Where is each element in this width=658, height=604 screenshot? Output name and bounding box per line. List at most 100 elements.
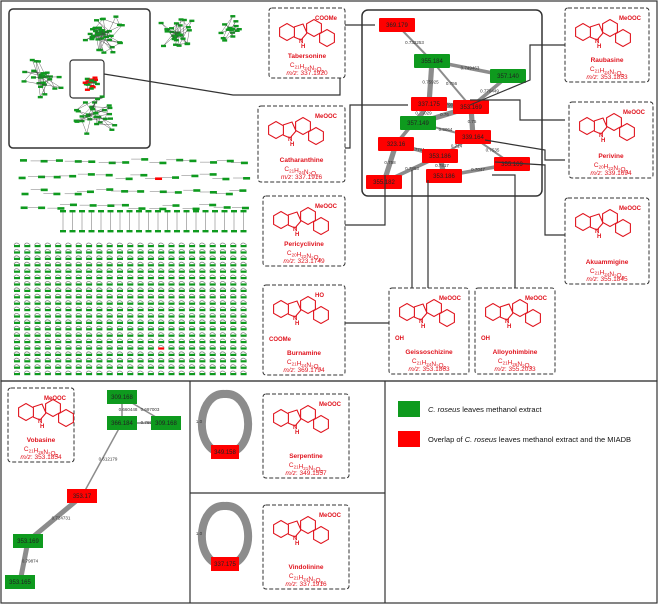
singleton-node bbox=[44, 360, 51, 363]
singleton-node bbox=[34, 296, 41, 299]
singleton-node bbox=[86, 257, 93, 260]
comb-node bbox=[155, 230, 161, 233]
singleton-node bbox=[158, 264, 165, 267]
singleton-node bbox=[189, 277, 196, 280]
singleton-node bbox=[65, 289, 72, 292]
singleton-node bbox=[24, 251, 31, 254]
singleton-node bbox=[209, 277, 216, 280]
comb-node bbox=[117, 230, 123, 233]
singleton-node bbox=[178, 353, 185, 356]
singleton-node bbox=[147, 264, 154, 267]
singleton-node bbox=[34, 334, 41, 337]
singleton-node bbox=[220, 373, 226, 376]
singleton-node bbox=[189, 257, 196, 260]
singleton-node bbox=[24, 321, 31, 324]
singleton-node bbox=[220, 302, 226, 305]
compound-mz: m/z: 337.1920 bbox=[286, 70, 328, 77]
singleton-node bbox=[178, 373, 185, 376]
singleton-node bbox=[14, 302, 20, 305]
singleton-node bbox=[189, 245, 196, 248]
strand-node bbox=[125, 177, 133, 181]
singleton-node bbox=[158, 245, 165, 248]
overview-node bbox=[220, 36, 226, 40]
singleton-node bbox=[220, 353, 226, 356]
comb-node bbox=[145, 210, 152, 213]
singleton-node bbox=[65, 341, 72, 344]
svg-text:H: H bbox=[295, 541, 299, 547]
singleton-node bbox=[96, 353, 103, 356]
compound-fragment: MeOOC bbox=[619, 206, 642, 212]
singleton-node bbox=[199, 373, 206, 376]
vobasine-edge-label: 0.660448 bbox=[119, 407, 138, 412]
overview-node bbox=[37, 95, 43, 99]
singleton-node bbox=[117, 245, 123, 248]
self-loop-node bbox=[211, 557, 239, 571]
overview-node bbox=[107, 38, 113, 42]
strand-node bbox=[89, 204, 97, 207]
vobasine-node bbox=[67, 489, 97, 503]
overview-node bbox=[93, 111, 99, 115]
compound-name: Raubasine bbox=[591, 57, 624, 64]
singleton-node bbox=[189, 341, 196, 344]
overview-node bbox=[35, 60, 41, 63]
singleton-node bbox=[86, 289, 93, 292]
singleton-node bbox=[158, 277, 165, 280]
strand-node bbox=[209, 173, 217, 176]
singleton-node bbox=[65, 296, 72, 299]
comb-node bbox=[136, 230, 142, 233]
singleton-node bbox=[189, 360, 196, 363]
singleton-node bbox=[220, 366, 226, 369]
overview-node bbox=[38, 85, 44, 88]
singleton-node bbox=[230, 251, 237, 254]
singleton-node bbox=[34, 257, 41, 260]
singleton-node bbox=[14, 315, 20, 318]
singleton-node bbox=[168, 289, 175, 292]
singleton-node bbox=[106, 328, 113, 331]
comb-node bbox=[60, 210, 66, 213]
singleton-node bbox=[189, 347, 196, 350]
singleton-node bbox=[168, 321, 175, 324]
svg-text:H: H bbox=[301, 44, 305, 50]
strand-node bbox=[140, 173, 148, 177]
singleton-node bbox=[220, 251, 226, 254]
strand-node bbox=[20, 206, 28, 210]
singleton-node bbox=[240, 296, 247, 299]
singleton-node bbox=[168, 296, 175, 299]
singleton-node bbox=[34, 270, 41, 273]
singleton-node bbox=[230, 264, 237, 267]
singleton-node bbox=[158, 347, 165, 350]
singleton-node bbox=[189, 315, 196, 318]
singleton-node bbox=[240, 321, 247, 324]
singleton-node bbox=[209, 347, 216, 350]
connector-lines bbox=[103, 24, 565, 324]
singleton-node bbox=[44, 296, 51, 299]
svg-text:H: H bbox=[507, 324, 511, 330]
singleton-node bbox=[75, 309, 82, 312]
comb-node bbox=[240, 210, 247, 213]
self-loop-label: 1.0 bbox=[196, 419, 203, 424]
singleton-node bbox=[44, 264, 51, 267]
strand-node bbox=[243, 177, 251, 180]
singleton-node bbox=[24, 296, 31, 299]
singleton-node bbox=[137, 257, 144, 260]
compound-formula: C21H26N2O3 bbox=[498, 358, 533, 370]
singleton-node bbox=[86, 245, 93, 248]
strand-node bbox=[121, 190, 129, 193]
singleton-node bbox=[24, 309, 31, 312]
singleton-node bbox=[44, 315, 51, 318]
strand-node bbox=[192, 207, 200, 211]
cluster-edge-label: 0.76 bbox=[440, 112, 449, 117]
singleton-node bbox=[230, 328, 237, 331]
singleton-node bbox=[96, 373, 103, 376]
singleton-node bbox=[55, 270, 62, 273]
cluster-edge bbox=[431, 60, 472, 108]
singleton-node bbox=[209, 328, 216, 331]
compound-mz: m/z: 337.1916 bbox=[281, 174, 323, 181]
singleton-node bbox=[137, 309, 144, 312]
singleton-node bbox=[44, 309, 51, 312]
svg-text:N: N bbox=[293, 425, 297, 431]
singleton-node bbox=[230, 283, 237, 286]
